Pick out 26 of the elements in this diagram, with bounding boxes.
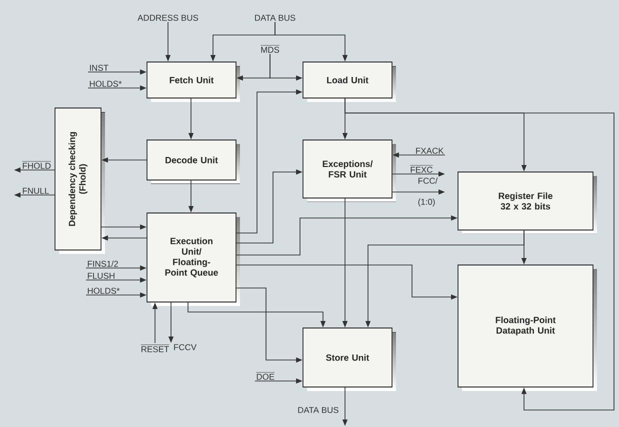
unit-box: Dependency checking (Fhold)	[54, 108, 105, 254]
signal-label: RESET	[140, 344, 170, 352]
unit-box: Execution Unit/ Floating-Point Queue	[146, 212, 240, 306]
signal-label: HOLDS*	[88, 288, 120, 294]
signal-label: FXACK	[416, 148, 444, 154]
unit-box: Floating-Point Datapath Unit	[458, 264, 597, 391]
bus-label: DATA BUS	[255, 14, 296, 21]
unit-box: Register File 32 x 32 bits	[458, 172, 597, 234]
signal-label: FHOLD	[22, 161, 52, 169]
arrow	[344, 98, 614, 410]
signal-label: INST	[90, 64, 108, 71]
unit-box: Fetch Unit	[146, 62, 240, 102]
signal-label: FEXC	[410, 165, 433, 173]
signal-label: FLUSH	[88, 272, 114, 279]
signal-label: FCCV	[174, 344, 197, 350]
unit-box: Store Unit	[302, 328, 396, 391]
signal-label: MDS	[260, 45, 280, 53]
signal-label: FCC/ (1:0)	[418, 178, 438, 206]
signal-label: FINS1/2	[88, 260, 118, 267]
signal-label: FNULL	[22, 188, 49, 194]
signal-label: HOLDS*	[90, 80, 122, 87]
signal-label: DOE	[256, 372, 275, 380]
bus-label: ADDRESS BUS	[138, 14, 198, 21]
unit-box: Decode Unit	[146, 140, 240, 184]
unit-box: Load Unit	[302, 62, 396, 102]
unit-box: Exceptions/ FSR Unit	[302, 140, 396, 202]
